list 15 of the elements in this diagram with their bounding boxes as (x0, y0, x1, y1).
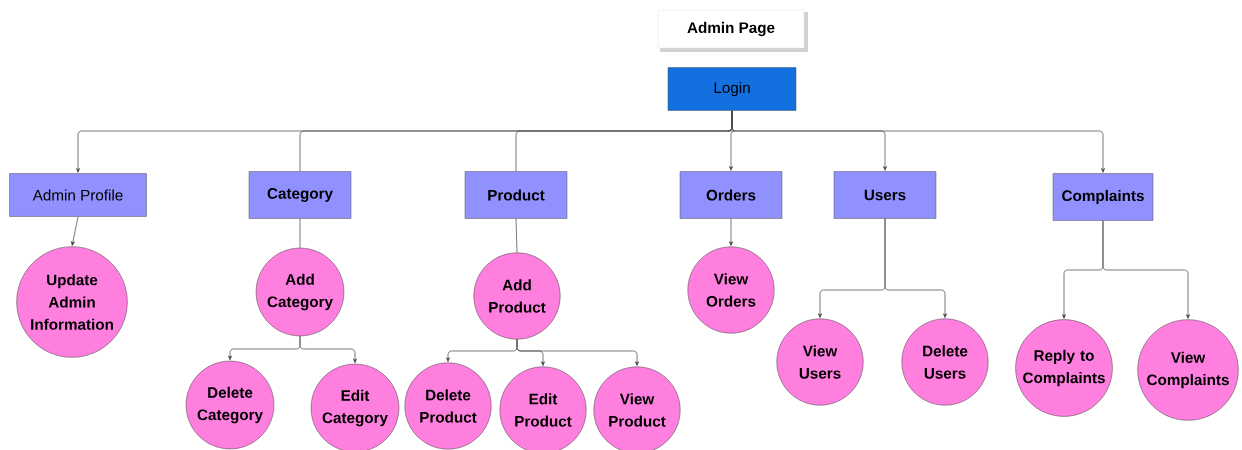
connector-arrow (884, 218, 947, 318)
connector-arrow (731, 110, 1105, 173)
menu-box: Users (833, 171, 937, 219)
connector-arrow (71, 216, 79, 246)
connector-arrow (729, 218, 733, 246)
connector-arrow (299, 335, 357, 364)
menu-box: Orders (679, 171, 783, 219)
menu-box: Category (248, 171, 352, 219)
connector-arrow (1102, 220, 1190, 319)
title-box: Admin Page (657, 9, 808, 52)
connector-arrow (516, 339, 639, 366)
menu-box: Product (464, 171, 568, 219)
menu-box: Complaints (1052, 173, 1154, 221)
menu-box: Admin Profile (9, 173, 147, 217)
login-button: Login (667, 67, 797, 111)
